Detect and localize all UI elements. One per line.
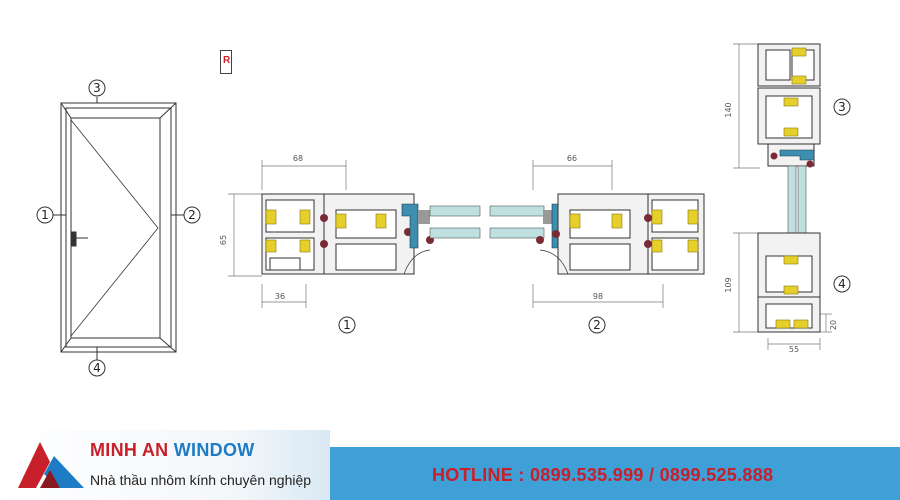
vertical-dim-bottom: 55: [789, 345, 799, 354]
vertical-callout-4: 4: [833, 275, 851, 293]
drawing-tag-letter: R: [223, 55, 231, 66]
svg-text:2: 2: [593, 318, 601, 332]
section-1-profile: 68 65 36: [219, 154, 481, 308]
svg-text:2: 2: [188, 208, 196, 222]
svg-text:1: 1: [343, 318, 351, 332]
door-callout-1: 1: [36, 206, 54, 224]
section-1-dim-top: 68: [293, 154, 303, 163]
section-1-dim-left: 65: [219, 235, 228, 245]
footer-banner: MINH AN WINDOW Nhà thầu nhôm kính chuyên…: [0, 430, 900, 500]
brand-name-part2: WINDOW: [173, 440, 255, 460]
door-callout-4: 4: [88, 359, 106, 377]
section-1-dim-bottom: 36: [275, 292, 285, 301]
brand-name-part1: MINH AN: [90, 440, 169, 460]
hotline-text: HOTLINE : 0899.535.999 / 0899.525.888: [432, 465, 774, 485]
vertical-section-profile: 140 109 20 55: [724, 43, 838, 354]
section-2-dim-top: 66: [567, 154, 577, 163]
footer-blue-band: [290, 447, 900, 500]
door-callout-3: 3: [88, 79, 106, 97]
door-elevation: [52, 97, 184, 360]
drawing-tag: R: [220, 50, 232, 74]
section-1-callout: 1: [338, 316, 356, 334]
door-callouts: 3 1 2 4: [36, 79, 201, 377]
section-2-profile: 66 98: [489, 154, 705, 308]
vertical-dim-small: 20: [829, 320, 838, 330]
door-callout-2: 2: [183, 206, 201, 224]
brand-name: MINH AN WINDOW: [90, 440, 255, 461]
vertical-dim-upper: 140: [724, 102, 733, 117]
svg-text:3: 3: [838, 100, 846, 114]
brand-tagline: Nhà thầu nhôm kính chuyên nghiệp: [90, 472, 312, 488]
svg-text:4: 4: [838, 277, 846, 291]
vertical-callout-3: 3: [833, 98, 851, 116]
minh-an-logo-icon: [18, 442, 84, 488]
svg-text:4: 4: [93, 361, 101, 375]
section-2-dim-bottom: 98: [593, 292, 603, 301]
vertical-dim-lower: 109: [724, 277, 733, 292]
technical-drawing: 3 1 2 4 68 65 36: [36, 43, 851, 377]
svg-text:3: 3: [93, 81, 101, 95]
section-2-callout: 2: [588, 316, 606, 334]
svg-text:1: 1: [41, 208, 49, 222]
